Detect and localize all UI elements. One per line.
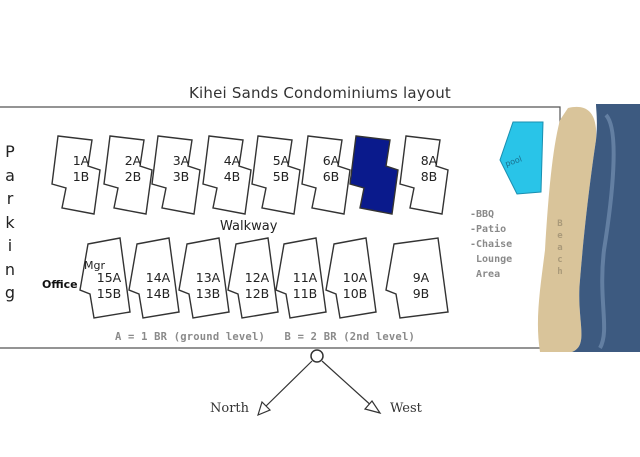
unit-a-label: 2A [124,153,142,168]
unit-building [103,135,153,215]
parking-letter: P [5,142,15,161]
amenity-item: -Chaise [470,239,513,250]
unit-building [51,135,101,215]
amenity-item: -BBQ [470,209,495,220]
unit-building [301,135,351,215]
unit-a-label: 8A [420,153,438,168]
walkway-label: Walkway [220,219,278,234]
ocean-highlight [598,113,616,349]
manager-label: Mgr [84,259,105,272]
unit-legend: A = 1 BR (ground level) B = 2 BR (2nd le… [115,331,415,343]
unit-building [128,237,180,319]
unit-building [151,135,201,215]
unit-a-label: 1A [72,153,90,168]
unit-building [399,135,449,215]
beach-sand [537,106,597,352]
beach-letter: a [557,243,563,253]
unit-a-label: 3A [172,153,190,168]
unit-b-label: 2B [124,169,142,184]
unit-building [275,237,327,319]
unit-b-label: 1B [72,169,90,184]
unit-a-label: 13A [195,270,221,285]
unit-a-label: 10A [342,270,368,285]
north-arrow [261,360,313,411]
beach-letter: h [557,267,563,277]
unit-a-label: 6A [322,153,340,168]
unit-a-label: 11A [292,270,318,285]
unit-b-label: 10B [342,286,368,301]
unit-b-label: 11B [292,286,318,301]
parking-letter: n [4,259,16,279]
amenity-item: -Patio [470,224,507,235]
unit-b-label: 3B [172,169,190,184]
beach-letter: e [557,231,563,241]
unit-b-label: 15B [96,286,122,301]
unit-building [251,135,301,215]
unit-b-label: 13B [195,286,221,301]
north-arrowhead [257,400,272,417]
unit-building [79,237,131,319]
pool [499,121,544,195]
parking-letter: i [7,236,13,255]
map-title: Kihei Sands Condominiums layout [188,84,451,102]
west-arrowhead [363,400,382,414]
unit-building-highlighted [349,135,399,215]
unit-building [202,135,252,215]
compass-center [310,349,324,363]
amenity-item: Lounge [470,254,513,265]
unit-a-label: 9A [412,270,430,285]
amenities-list: -BBQ -Patio -Chaise Lounge Area [470,207,512,282]
north-label: North [210,401,250,416]
unit-building [385,237,449,319]
beach-letter: B [557,219,563,229]
parking-letter: r [6,189,14,208]
unit-b-label: 14B [145,286,171,301]
parking-label: P a r k i n g [2,140,18,305]
parking-letter: g [4,283,16,302]
west-label: West [390,401,422,416]
beach-label: B e a c h [554,218,566,278]
unit-b-label: 6B [322,169,340,184]
unit-a-label: 12A [244,270,270,285]
unit-building [325,237,377,319]
unit-a-label: 15A [96,270,122,285]
parking-letter: k [5,212,15,232]
parking-letter: a [5,165,15,185]
unit-building [178,237,230,319]
unit-b-label: 5B [272,169,290,184]
unit-a-label: 14A [145,270,171,285]
office-label: Office [42,278,78,291]
unit-b-label: 4B [223,169,241,184]
unit-b-label: 12B [244,286,270,301]
unit-b-label: 8B [420,169,438,184]
unit-a-label: 5A [272,153,290,168]
beach-letter: c [557,255,563,265]
west-arrow [321,360,375,409]
amenity-item: Area [470,269,501,280]
unit-b-label: 9B [412,286,430,301]
unit-building [227,237,279,319]
unit-a-label: 4A [223,153,241,168]
